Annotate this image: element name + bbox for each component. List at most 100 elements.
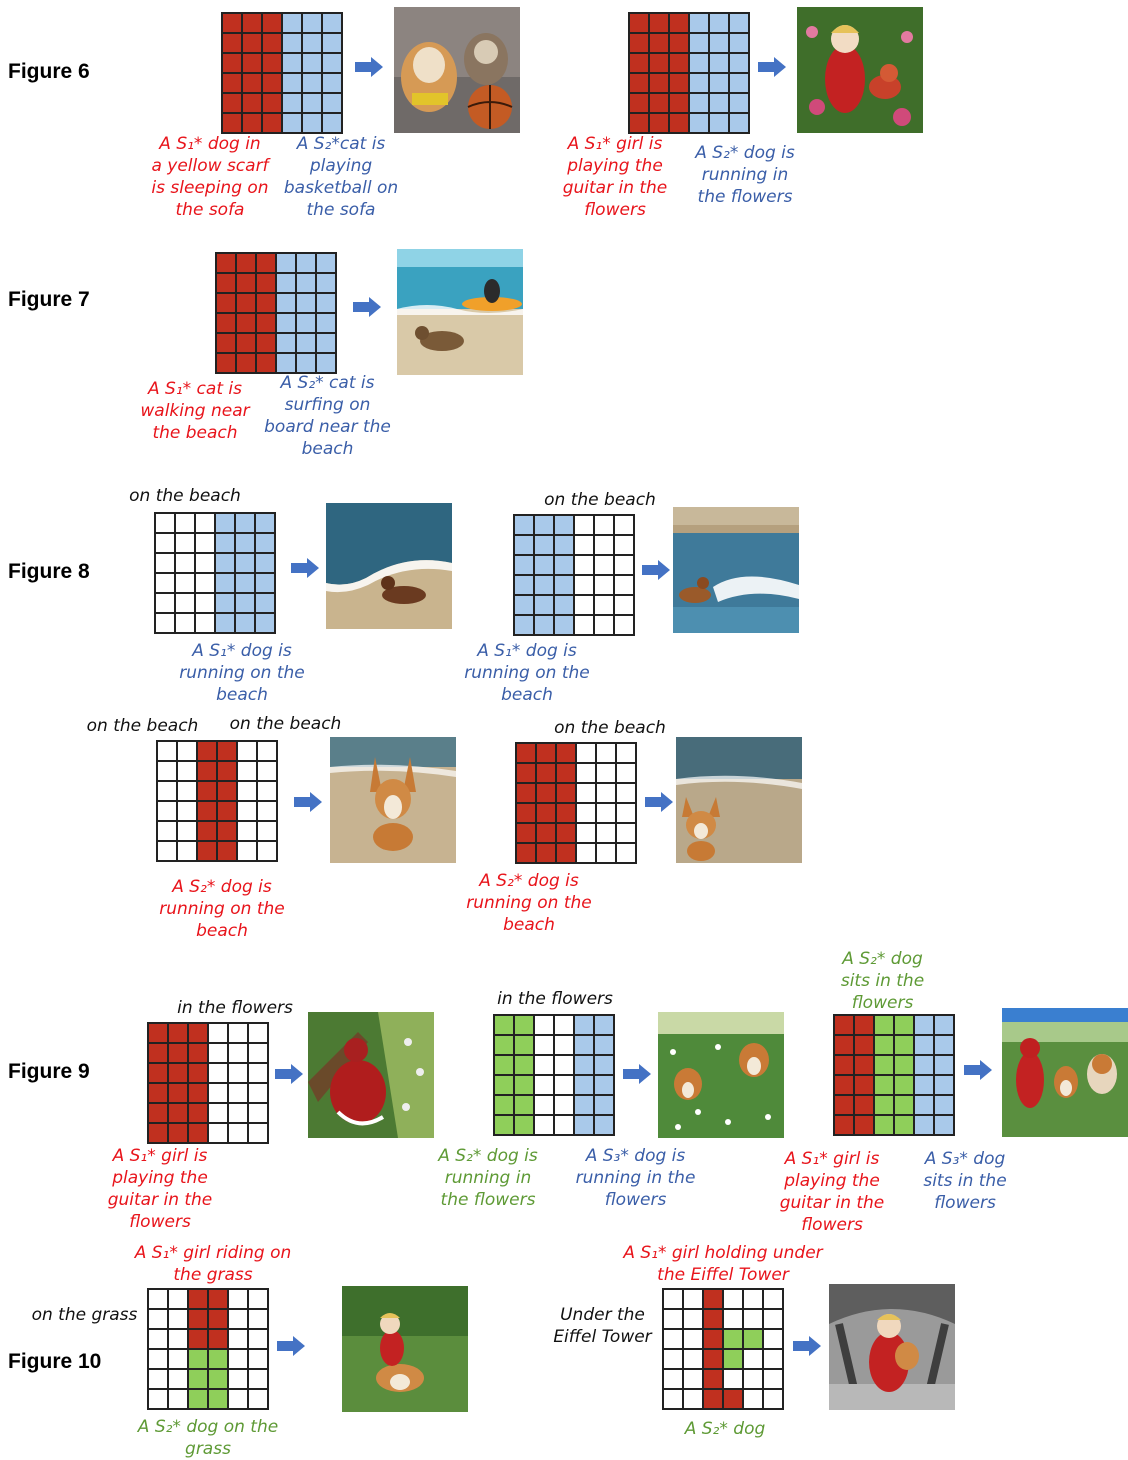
grid-cell (723, 1369, 743, 1389)
grid-cell (669, 113, 689, 133)
grid-cell (914, 1115, 934, 1135)
grid-cell (534, 1115, 554, 1135)
grid-cell (177, 741, 197, 761)
grid-cell (302, 33, 322, 53)
layout-grid (493, 1014, 615, 1136)
grid-cell (534, 1015, 554, 1035)
grid-cell (669, 13, 689, 33)
grid-cell (222, 33, 242, 53)
grid-cell (235, 533, 255, 553)
grid-cell (208, 1369, 228, 1389)
grid-cell (302, 13, 322, 33)
grid-cell (236, 333, 256, 353)
grid-cell (208, 1309, 228, 1329)
grid-cell (248, 1289, 268, 1309)
grid-cell (649, 33, 669, 53)
grid-cell (594, 1015, 614, 1035)
grid-cell (703, 1289, 723, 1309)
grid-cell (616, 763, 636, 783)
caption-green: A S₂* dog sits in the flowers (840, 949, 925, 1013)
grid-cell (516, 803, 536, 823)
grid-cell (168, 1389, 188, 1409)
grid-cell (594, 1095, 614, 1115)
grid-cell (594, 575, 614, 595)
grid-cell (554, 1095, 574, 1115)
grid-cell (683, 1289, 703, 1309)
grid-cell (514, 595, 534, 615)
grid-cell (723, 1309, 743, 1329)
grid-cell (242, 13, 262, 33)
layout-grid (662, 1288, 784, 1410)
grid-cell (709, 73, 729, 93)
caption-red: A S₁* girl is playing the guitar in the … (562, 134, 668, 220)
grid-cell (574, 535, 594, 555)
grid-cell (574, 615, 594, 635)
grid-cell (594, 1075, 614, 1095)
grid-cell (188, 1369, 208, 1389)
grid-cell (236, 353, 256, 373)
caption-red: A S₂* dog is running on the beach (466, 871, 592, 935)
grid-cell (316, 353, 336, 373)
grid-cell (616, 803, 636, 823)
grid-cell (594, 555, 614, 575)
grid-cell (155, 553, 175, 573)
grid-cell (514, 1015, 534, 1035)
grid-cell (574, 555, 594, 575)
grid-cell (296, 333, 316, 353)
grid-cell (729, 113, 749, 133)
grid-cell (248, 1043, 268, 1063)
grid-cell (574, 1035, 594, 1055)
grid-cell (614, 615, 634, 635)
generated-image (330, 737, 456, 863)
grid-cell (228, 1349, 248, 1369)
grid-cell (296, 353, 316, 373)
grid-cell (689, 13, 709, 33)
grid-cell (574, 515, 594, 535)
generated-image (1002, 1008, 1128, 1137)
grid-cell (188, 1023, 208, 1043)
grid-cell (282, 53, 302, 73)
grid-cell (175, 613, 195, 633)
grid-cell (322, 13, 342, 33)
grid-cell (235, 513, 255, 533)
caption-blue: A S₁* dog is running on the beach (179, 641, 305, 705)
caption-blue: A S₂* cat is surfing on board near the b… (264, 373, 391, 459)
grid-cell (195, 613, 215, 633)
grid-cell (322, 113, 342, 133)
grid-cell (743, 1349, 763, 1369)
generated-image (829, 1284, 955, 1410)
grid-cell (168, 1083, 188, 1103)
grid-cell (556, 823, 576, 843)
grid-cell (215, 533, 235, 553)
grid-cell (514, 535, 534, 555)
grid-cell (554, 555, 574, 575)
region-label: on the beach (229, 714, 342, 734)
grid-cell (514, 1055, 534, 1075)
grid-cell (235, 613, 255, 633)
grid-cell (148, 1083, 168, 1103)
grid-cell (514, 575, 534, 595)
grid-cell (175, 533, 195, 553)
grid-cell (649, 73, 669, 93)
generated-image (673, 507, 799, 633)
caption-red: A S₁* dog in a yellow scarf is sleeping … (151, 134, 269, 220)
grid-cell (248, 1123, 268, 1143)
grid-cell (217, 761, 237, 781)
grid-cell (743, 1309, 763, 1329)
grid-cell (237, 781, 257, 801)
grid-cell (216, 333, 236, 353)
grid-cell (242, 113, 262, 133)
grid-cell (743, 1329, 763, 1349)
arrow-icon (355, 57, 383, 77)
grid-cell (874, 1015, 894, 1035)
grid-cell (596, 783, 616, 803)
grid-cell (177, 821, 197, 841)
layout-grid (156, 740, 278, 862)
grid-cell (155, 513, 175, 533)
grid-cell (228, 1063, 248, 1083)
grid-cell (255, 613, 275, 633)
grid-cell (256, 253, 276, 273)
grid-cell (554, 1115, 574, 1135)
grid-cell (248, 1063, 268, 1083)
grid-cell (148, 1063, 168, 1083)
